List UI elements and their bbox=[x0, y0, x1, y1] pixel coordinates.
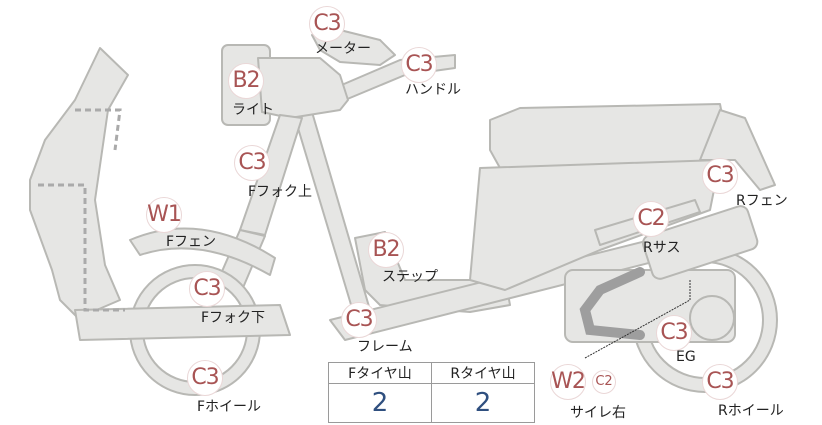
front-fender-grade: W1 bbox=[146, 197, 182, 233]
rear-wheel-grade: C3 bbox=[702, 364, 738, 400]
rear-suspension bbox=[641, 205, 759, 280]
light-label: ライト bbox=[232, 102, 274, 118]
step-label: ステップ bbox=[382, 269, 438, 285]
engine-hub bbox=[689, 295, 735, 341]
front-tread-header: Fタイヤ山 bbox=[328, 362, 432, 384]
rear-fender-grade: C3 bbox=[702, 158, 738, 194]
front-wheel-label: Fホイール bbox=[197, 399, 262, 415]
engine-grade: C3 bbox=[656, 315, 692, 351]
frame-label: フレーム bbox=[357, 339, 413, 355]
tire-tread-table: Fタイヤ山 Rタイヤ山 2 2 bbox=[328, 362, 535, 423]
handle-grade: C3 bbox=[401, 47, 437, 83]
fork-lower-grade: C3 bbox=[189, 271, 225, 307]
seat-body bbox=[489, 103, 726, 169]
rear-wheel-label: Rホイール bbox=[718, 403, 784, 419]
rear-tread-value[interactable]: 2 bbox=[431, 383, 535, 423]
rear-susp-label: Rサス bbox=[643, 240, 681, 256]
rear-fender-label: Rフェン bbox=[736, 193, 788, 209]
light-grade: B2 bbox=[228, 63, 264, 99]
head-cover bbox=[257, 57, 349, 119]
front-tread-value[interactable]: 2 bbox=[328, 383, 432, 423]
side-right-label: サイレ右 bbox=[570, 405, 626, 421]
fork-upper-label: Fフォク上 bbox=[248, 184, 313, 200]
side-right-extra-grade: C2 bbox=[592, 370, 616, 394]
engine-label: EG bbox=[676, 349, 696, 365]
front-cowl bbox=[29, 47, 129, 319]
meter-grade: C3 bbox=[309, 6, 345, 42]
rear-tread-header: Rタイヤ山 bbox=[431, 362, 535, 384]
frame-grade: C3 bbox=[341, 302, 377, 338]
front-fender-label: Fフェン bbox=[166, 234, 217, 250]
rear-fender bbox=[699, 109, 776, 191]
fork-lower-label: Fフォク下 bbox=[201, 310, 266, 326]
fork-upper-grade: C3 bbox=[234, 145, 270, 181]
side-right-grade: W2 bbox=[550, 364, 586, 400]
meter-label: メーター bbox=[315, 41, 371, 57]
floor-bottom bbox=[74, 304, 291, 341]
frame-tube bbox=[291, 107, 371, 319]
step-grade: B2 bbox=[368, 232, 404, 268]
rear-susp-grade: C2 bbox=[633, 201, 669, 237]
handle-label: ハンドル bbox=[405, 82, 461, 98]
front-wheel-grade: C3 bbox=[187, 360, 223, 396]
